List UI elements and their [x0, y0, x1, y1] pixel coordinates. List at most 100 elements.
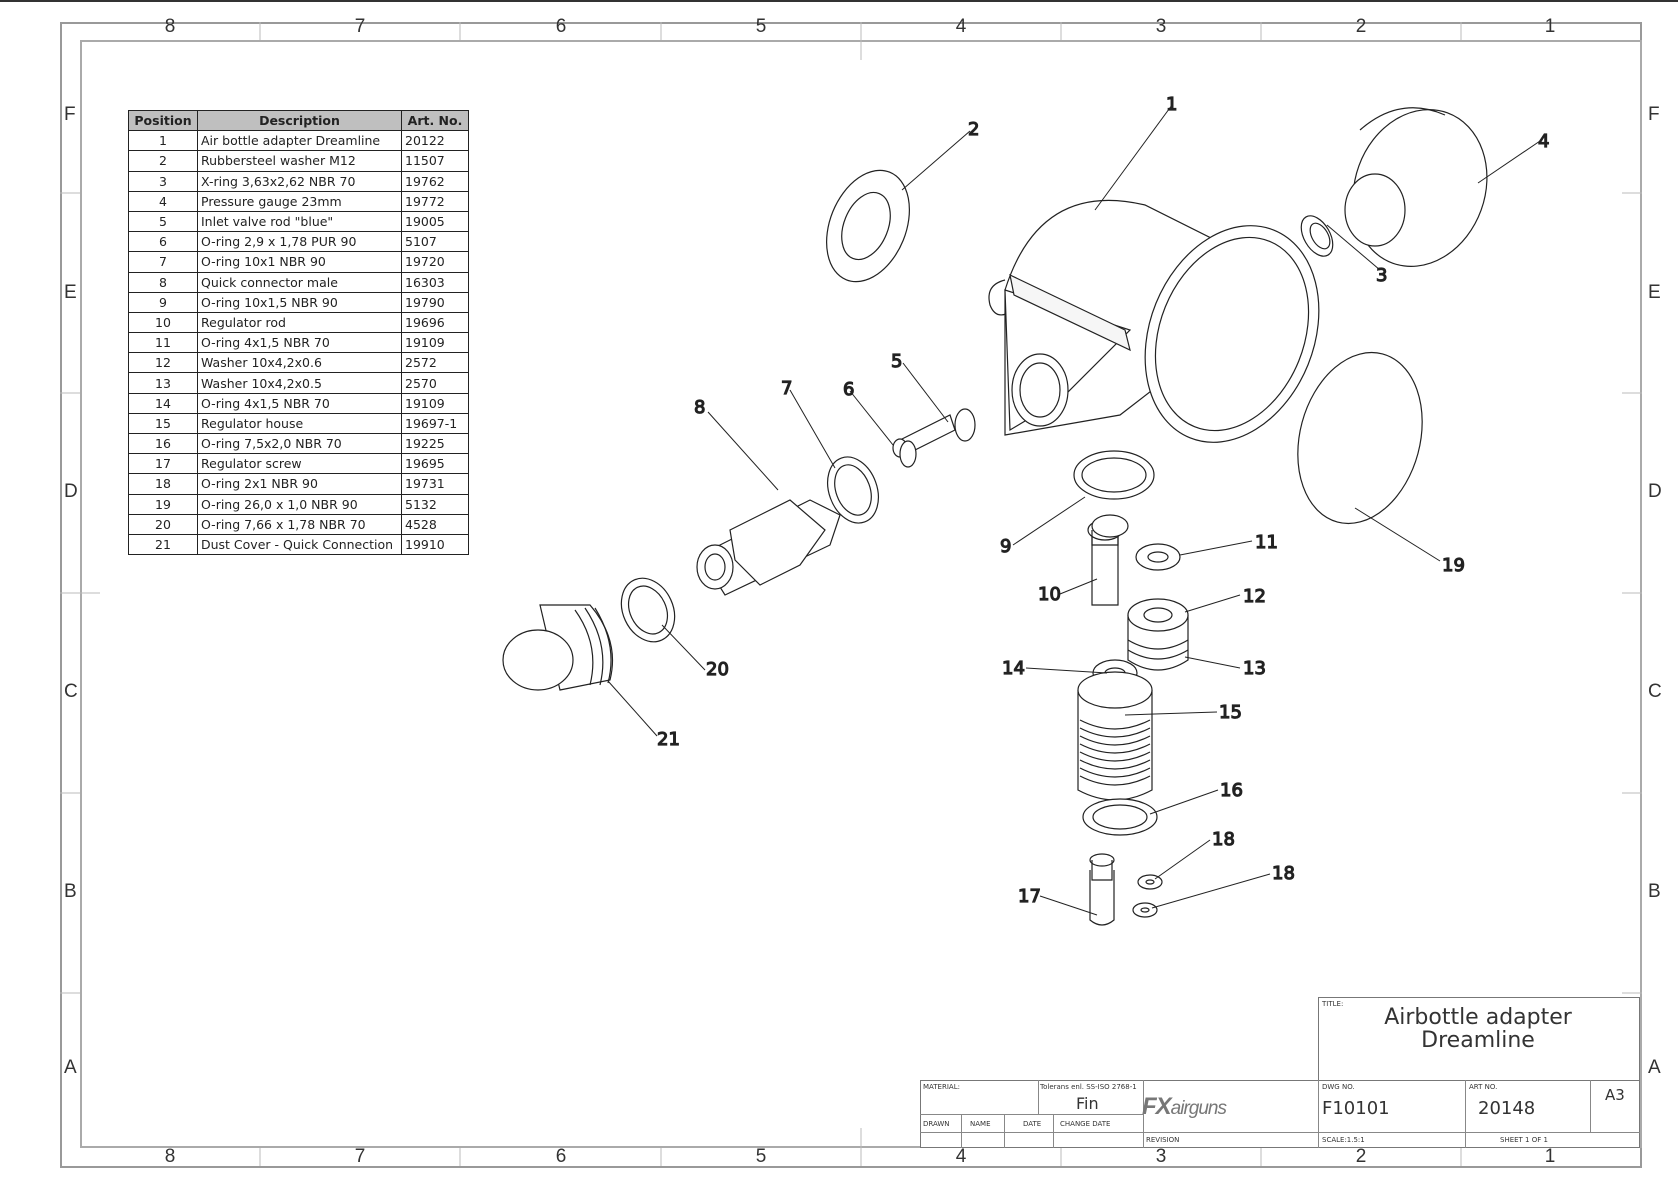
zone-row-right: F: [1648, 104, 1660, 125]
zone-column-top: 6: [555, 16, 567, 37]
part-20-o-ring: [620, 577, 676, 643]
zone-row-left: A: [64, 1057, 77, 1078]
tb-divider: [920, 1132, 1640, 1133]
parts-list-art-no: 19697-1: [401, 412, 469, 435]
part-15-regulator-house: [1077, 671, 1153, 801]
parts-list-art-no: 19695: [401, 453, 469, 475]
tb-divider: [961, 1114, 962, 1148]
zone-column-bottom: 7: [354, 1146, 366, 1167]
part-6-o-ring: [899, 440, 917, 468]
tolerance-label: Tolerans enl. SS-ISO 2768-1: [1040, 1083, 1137, 1091]
zone-row-left: C: [64, 681, 78, 702]
tolerance-value: Fin: [1076, 1094, 1099, 1113]
parts-list-art-no: 19910: [401, 533, 469, 556]
parts-list-art-no: 5107: [401, 231, 469, 253]
date-label: DATE: [1023, 1120, 1042, 1128]
parts-list-art-no: 2570: [401, 372, 469, 394]
drawing-title-line2: Dreamline: [1421, 1028, 1535, 1053]
parts-list-art-no: 19109: [401, 392, 469, 414]
tb-divider: [1038, 1080, 1039, 1114]
zone-dividers: [60, 22, 1642, 1166]
part-12-13-washers: [1127, 598, 1189, 671]
part-10-regulator-rod: [1087, 514, 1129, 606]
top-border-line: [0, 0, 1678, 2]
zone-row-left: F: [64, 104, 76, 125]
callout-label: 10: [1038, 584, 1061, 605]
parts-list-description: Rubbersteel washer M12: [197, 150, 402, 172]
scale-label: SCALE:1.5:1: [1322, 1136, 1365, 1144]
part-2-washer: [826, 169, 910, 283]
parts-list-description: Regulator rod: [197, 311, 402, 334]
dwg-no-value: F10101: [1322, 1098, 1390, 1119]
part-11-o-ring: [1135, 543, 1181, 571]
part-3-x-ring: [1300, 215, 1334, 257]
callout-label: 4: [1538, 131, 1549, 152]
callout-label: 18: [1212, 829, 1235, 850]
dwg-no-label: DWG NO.: [1322, 1083, 1355, 1091]
zone-column-top: 7: [354, 16, 366, 37]
part-17-regulator-screw: [1089, 853, 1115, 926]
callout-label: 18: [1272, 863, 1295, 884]
zone-row-right: C: [1648, 681, 1662, 702]
callout-label: 13: [1243, 658, 1266, 679]
art-no-label: ART NO.: [1469, 1083, 1498, 1091]
part-18-o-rings: [1132, 874, 1163, 918]
zone-row-right: D: [1648, 481, 1662, 502]
callout-label: 15: [1219, 702, 1242, 723]
zone-row-left: E: [64, 282, 77, 303]
part-19-o-ring: [1297, 351, 1423, 525]
zone-column-top: 5: [755, 16, 767, 37]
tb-divider: [920, 1114, 1143, 1115]
zone-column-top: 4: [955, 16, 967, 37]
parts-list-art-no: 4528: [401, 513, 469, 535]
parts-list-art-no: 19109: [401, 332, 469, 354]
zone-row-left: D: [64, 481, 78, 502]
parts-list-position: 17: [128, 453, 198, 475]
part-1-adapter-body: [988, 199, 1320, 443]
parts-list-position: 19: [128, 493, 198, 515]
parts-list-description: Pressure gauge 23mm: [197, 190, 402, 212]
parts-list-art-no: 19762: [401, 170, 469, 192]
fx-airguns-logo: FXairguns: [1142, 1093, 1227, 1120]
parts-list-art-no: 19720: [401, 251, 469, 273]
zone-row-right: E: [1648, 282, 1661, 303]
header-position: Position: [128, 109, 198, 132]
zone-column-top: 8: [164, 16, 176, 37]
drawn-label: DRAWN: [923, 1120, 950, 1128]
drawing-title: Airbottle adapter Dreamline: [1318, 1006, 1638, 1052]
tb-divider: [1004, 1114, 1005, 1148]
part-4-pressure-gauge: [1344, 107, 1488, 267]
parts-list-description: X-ring 3,63x2,62 NBR 70: [197, 170, 402, 192]
callout-label: 3: [1376, 265, 1387, 286]
tb-divider: [1053, 1114, 1054, 1148]
part-16-o-ring: [1082, 798, 1158, 836]
parts-list-art-no: 19790: [401, 291, 469, 313]
zone-column-bottom: 8: [164, 1146, 176, 1167]
part-9-o-ring: [1073, 450, 1155, 500]
zone-column-bottom: 4: [955, 1146, 967, 1167]
callout-label: 16: [1220, 780, 1243, 801]
drawing-title-line1: Airbottle adapter: [1384, 1005, 1572, 1030]
part-8-quick-connector: [696, 499, 841, 596]
parts-list-description: Inlet valve rod "blue": [197, 210, 402, 233]
zone-column-top: 2: [1355, 16, 1367, 37]
part-7-o-ring: [827, 456, 879, 524]
art-no-value: 20148: [1478, 1098, 1536, 1119]
zone-column-bottom: 5: [755, 1146, 767, 1167]
parts-list-description: O-ring 2x1 NBR 90: [197, 473, 402, 495]
tb-divider: [1143, 1080, 1144, 1148]
callout-label: 19: [1442, 555, 1465, 576]
callout-label: 2: [968, 119, 979, 140]
